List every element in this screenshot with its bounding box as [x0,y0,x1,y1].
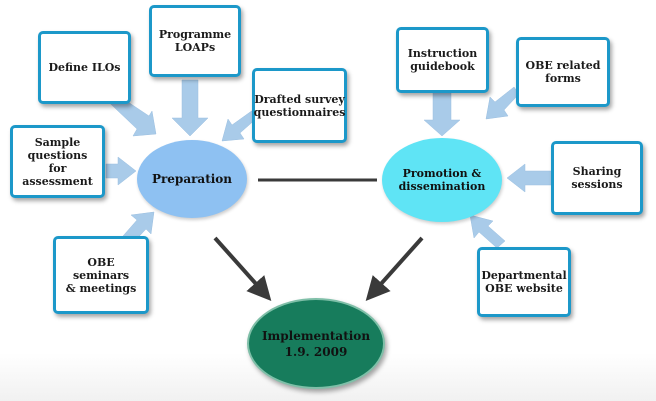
feeder-arrow-sample-questions [105,156,137,186]
sharing-sessions-label: Sharing sessions [571,165,623,191]
obe-seminars-label: OBE seminars & meetings [65,255,137,295]
instruction-guidebook-box: Instruction guidebook [396,27,489,93]
feeder-arrow-obe-forms [485,86,520,120]
departmental-website-label: Departmental OBE website [481,269,567,295]
programme-loaps-label: Programme LOAPs [158,28,232,54]
feeder-arrow-sharing-sessions [506,163,553,193]
implementation-node: Implementation 1.9. 2009 [247,298,385,389]
obe-forms-box: OBE related forms [516,37,610,107]
drafted-survey-label: Drafted survey questionnaires [253,92,346,119]
programme-loaps-box: Programme LOAPs [149,5,241,77]
promotion-dissemination-node: Promotion & dissemination [382,138,502,222]
feeder-arrow-programme-loaps [171,79,209,137]
preparation-to-implementation-arrow [213,236,272,301]
define-ilos-box: Define ILOs [38,31,131,104]
instruction-guidebook-label: Instruction guidebook [407,47,478,73]
sample-questions-box: Sample questions for assessment [10,125,105,198]
implementation-label: Implementation 1.9. 2009 [261,328,371,359]
feeder-arrow-departmental-website [469,214,506,249]
preparation-label: Preparation [151,172,233,186]
promotion-to-implementation-arrow [365,236,424,301]
departmental-website-box: Departmental OBE website [477,247,571,317]
define-ilos-label: Define ILOs [48,61,121,74]
drafted-survey-box: Drafted survey questionnaires [252,68,347,143]
sharing-sessions-box: Sharing sessions [551,141,643,215]
feeder-arrow-drafted-survey [221,109,258,142]
obe-seminars-box: OBE seminars & meetings [53,236,149,314]
obe-forms-label: OBE related forms [525,59,601,85]
sample-questions-label: Sample questions for assessment [22,135,93,188]
preparation-node: Preparation [137,140,247,218]
promotion-dissemination-label: Promotion & dissemination [398,167,486,193]
